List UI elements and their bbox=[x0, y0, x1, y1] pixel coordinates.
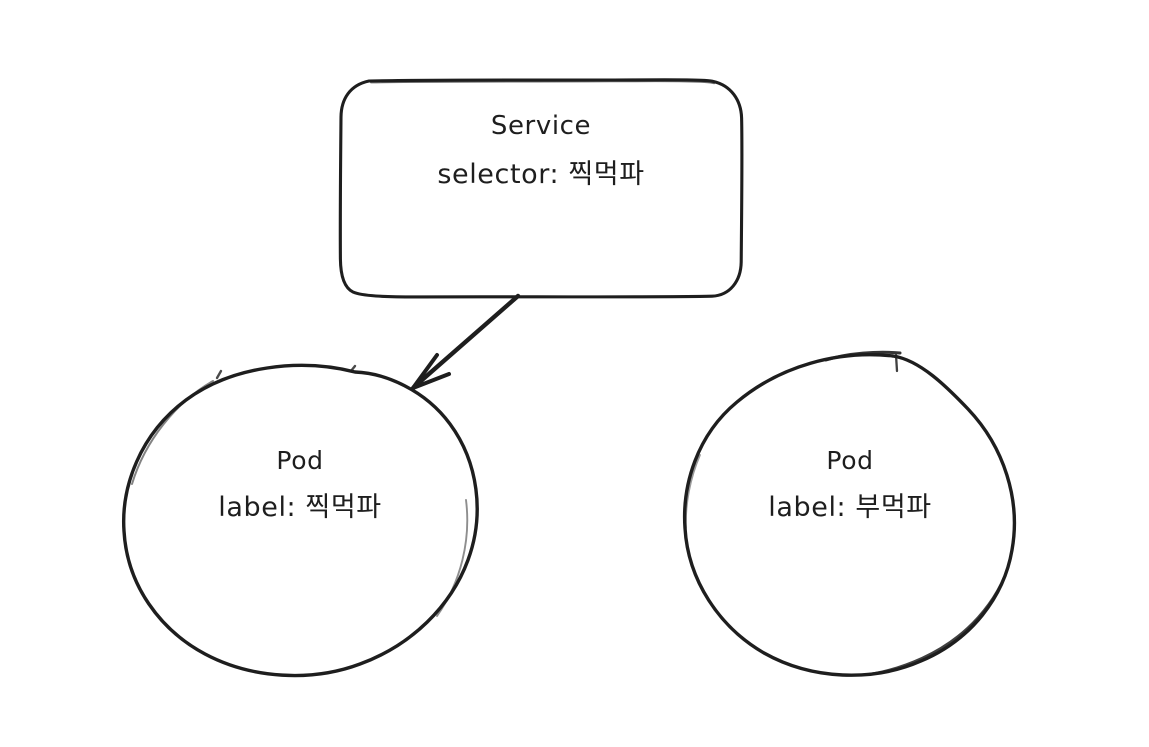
service-selector-text: selector: 찍먹파 bbox=[437, 158, 645, 190]
service-node-label: Service selector: 찍먹파 bbox=[341, 108, 741, 194]
pod-right-node-label: Pod label: 부먹파 bbox=[700, 443, 1000, 527]
pod-left-shape[interactable] bbox=[122, 363, 479, 678]
service-title: Service bbox=[490, 111, 592, 141]
pod-right-shape[interactable] bbox=[682, 350, 1017, 677]
pod-right-label-text: label: 부먹파 bbox=[768, 491, 932, 523]
pod-left-label-text: label: 찍먹파 bbox=[218, 491, 382, 523]
pod-right-title: Pod bbox=[826, 446, 874, 475]
pod-left-node-label: Pod label: 찍먹파 bbox=[150, 443, 450, 527]
service-box-shape[interactable] bbox=[338, 78, 744, 299]
service-to-pod-left-arrow[interactable] bbox=[411, 293, 521, 390]
pod-left-title: Pod bbox=[276, 446, 324, 475]
